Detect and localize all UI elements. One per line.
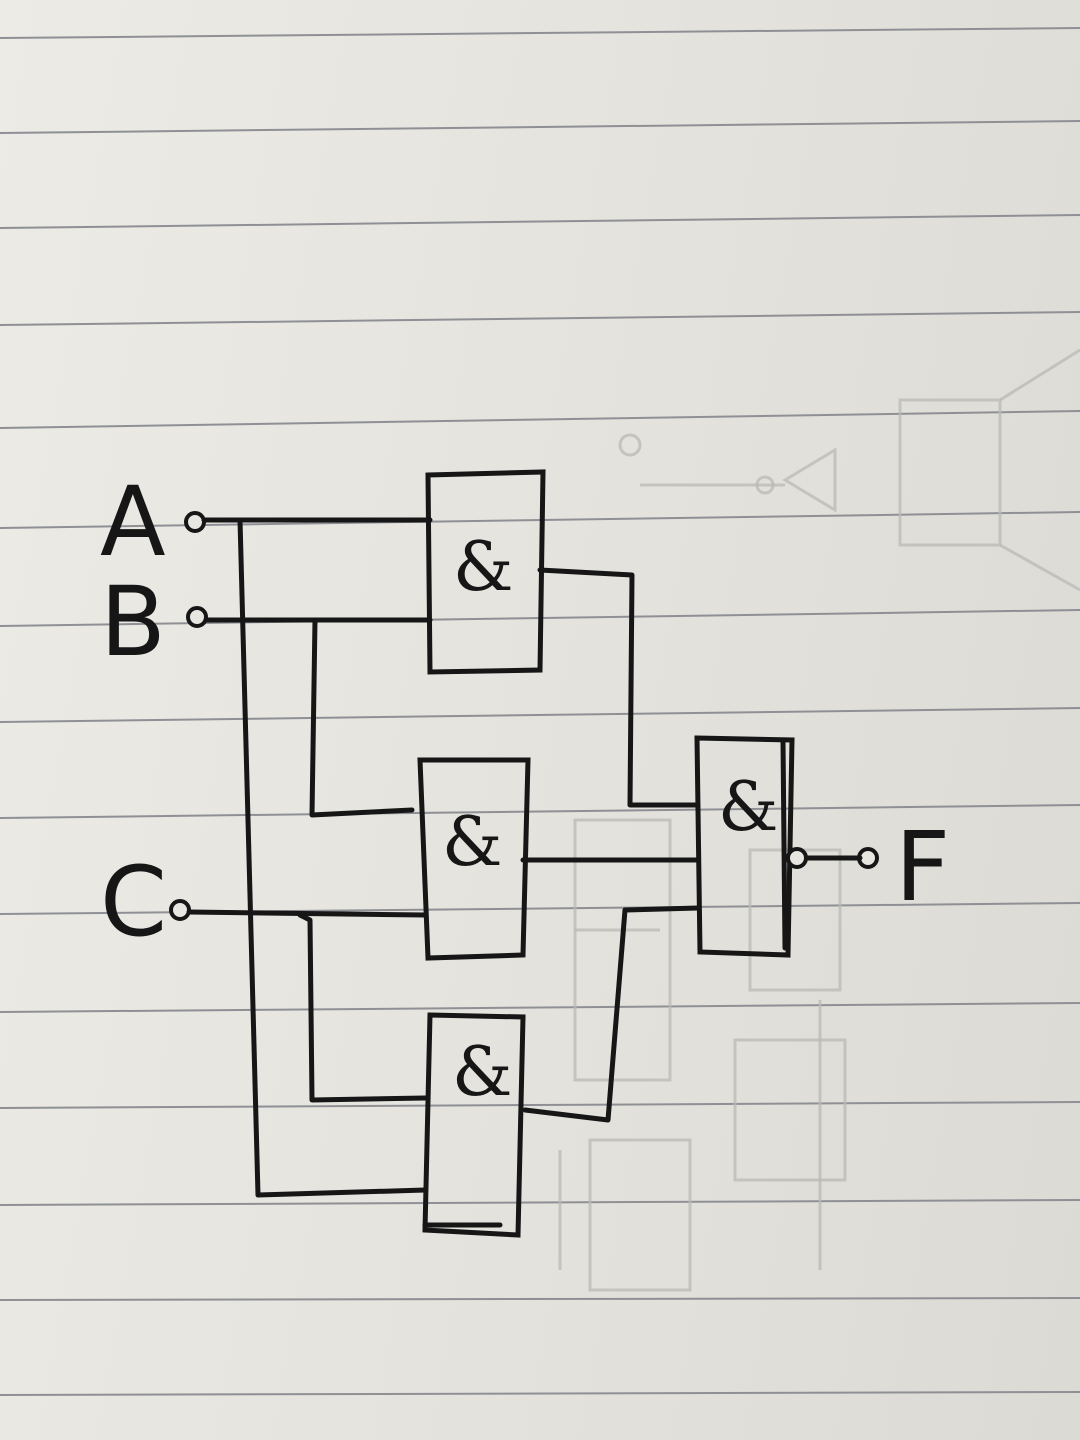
bleed-through-sketch [558, 348, 1080, 1292]
and-gate-2: & [417, 757, 531, 961]
input-pin-b [186, 606, 208, 628]
ruled-lines [0, 27, 1080, 1396]
gate-3-symbol: & [452, 1033, 513, 1112]
inversion-bubble [786, 847, 808, 869]
input-label-a: A [100, 466, 166, 578]
input-pin-c [169, 899, 191, 921]
gate-1-symbol: & [453, 528, 514, 607]
and-gate-3: & [422, 1012, 526, 1238]
input-pin-a [184, 511, 206, 533]
input-label-c: C [100, 846, 167, 958]
gate-2-symbol: & [442, 803, 503, 882]
wires [186, 517, 863, 1198]
output-label-f: F [895, 811, 950, 923]
and-gate-1: & [425, 469, 546, 675]
gate-out-symbol: & [718, 768, 779, 847]
input-label-b: B [100, 566, 166, 678]
nand-gate-output: & [694, 735, 808, 958]
